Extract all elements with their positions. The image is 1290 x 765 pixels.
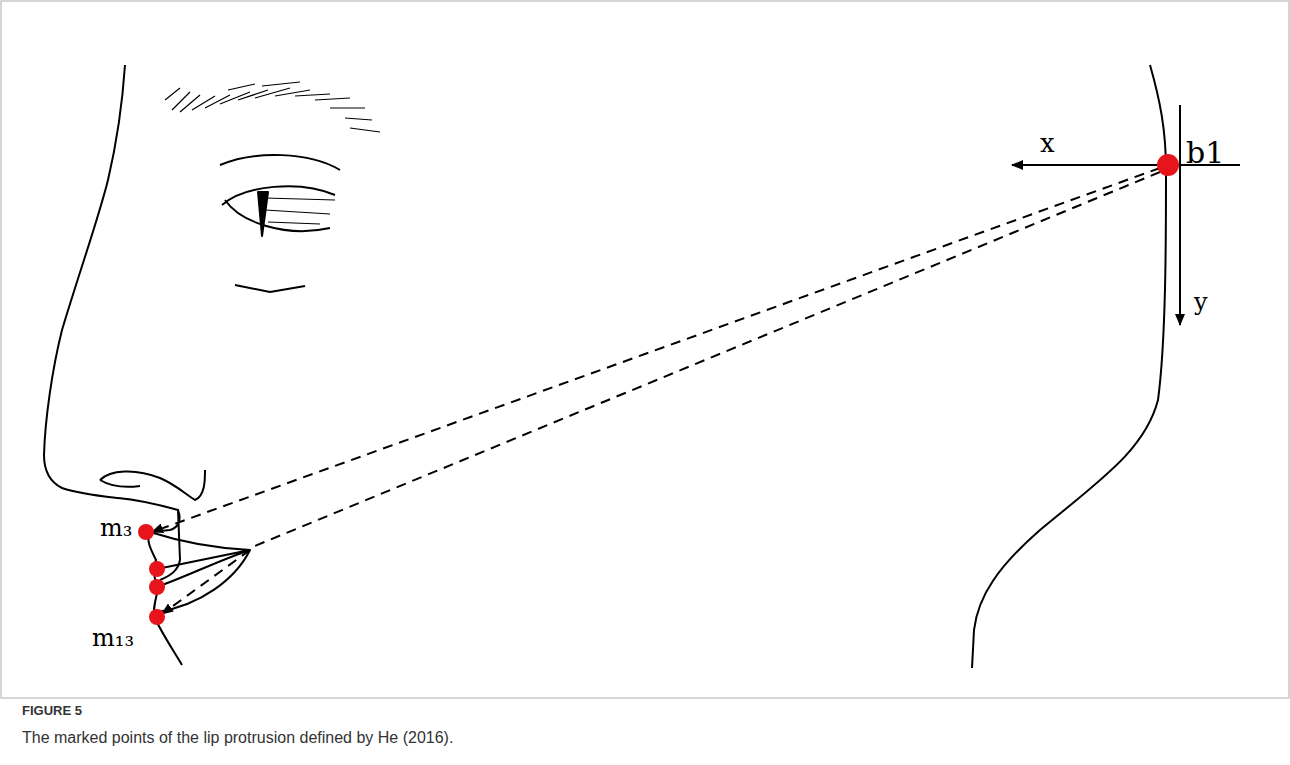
point-label: b1 (1186, 138, 1224, 168)
axis-label: y (1194, 290, 1208, 314)
axis-label: x (1040, 130, 1055, 156)
figure-number: FIGURE 5 (22, 704, 82, 717)
figure-caption: The marked points of the lip protrusion … (22, 728, 1262, 749)
point-label: m₁₃ (92, 626, 134, 650)
point-label: m₃ (100, 516, 132, 540)
